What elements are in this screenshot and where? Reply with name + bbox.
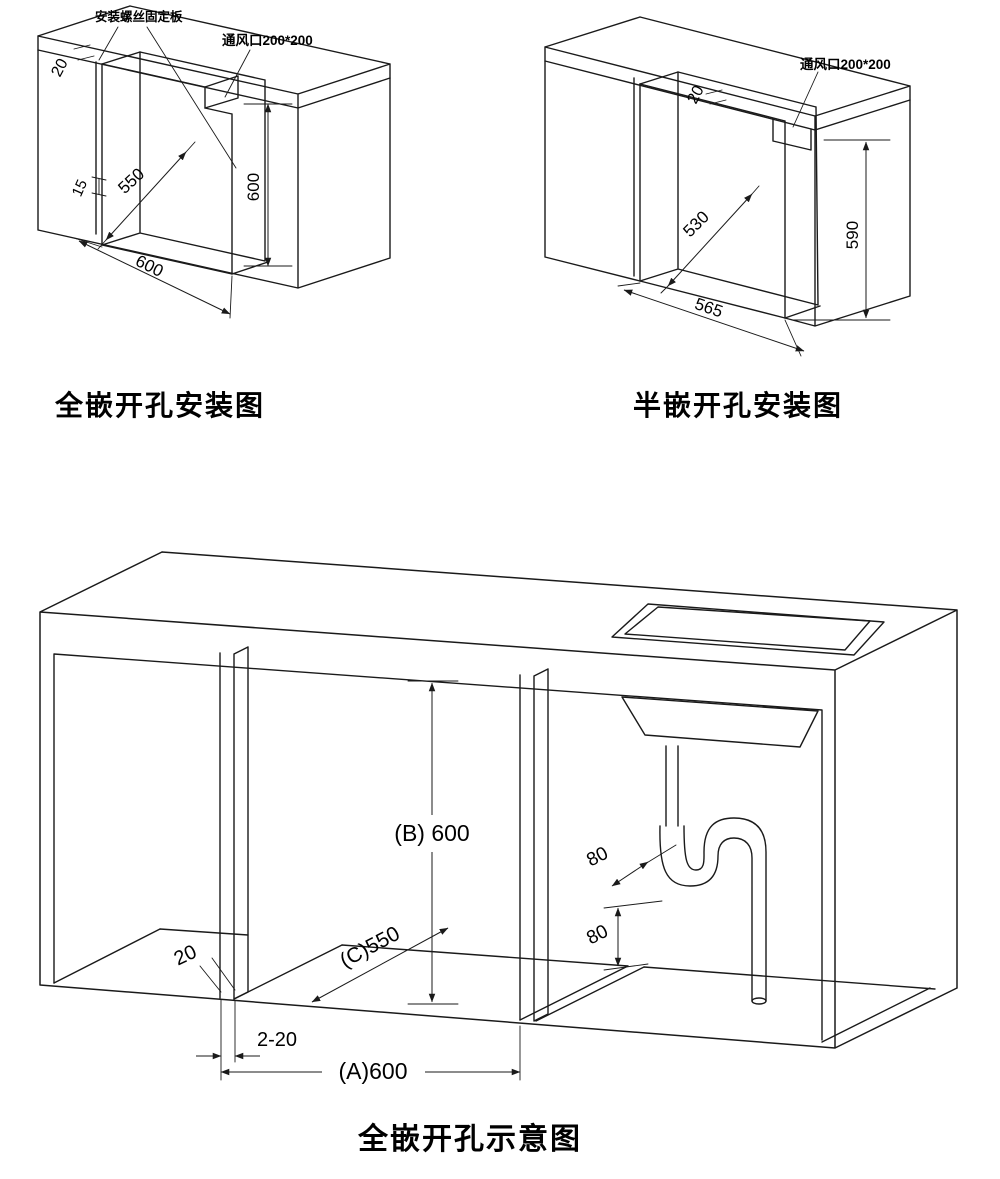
sink-basin — [621, 696, 819, 748]
leader-lines-full — [98, 26, 251, 169]
dim-600-width: 600 — [132, 251, 166, 281]
dim-600-height: 600 — [244, 173, 263, 201]
pipe-end — [751, 997, 767, 1005]
p-trap-outer — [659, 825, 753, 1002]
leader-line-semi-vent — [792, 71, 819, 128]
vent-label-semi: 通风口200*200 — [800, 57, 891, 72]
dim-15: 15 — [69, 177, 91, 199]
vent-label-full: 通风口200*200 — [222, 33, 313, 48]
dim-b-600: (B) 600 — [394, 820, 469, 846]
sink-rim-inner — [624, 606, 871, 651]
full-embed-cabinet-drawing — [37, 5, 391, 289]
dim-20-full: 20 — [48, 56, 71, 80]
dim-line-550 — [105, 151, 187, 241]
dim-line-530 — [667, 193, 753, 287]
dim-80-offset: 80 — [583, 843, 611, 871]
dim-line-80-offset — [611, 861, 649, 887]
dim-2-20: 2-20 — [257, 1029, 297, 1051]
dim-80-height: 80 — [583, 921, 611, 949]
full-embed-dimensions: 安装螺丝固定板 通风口200*200 20 15 550 600 600 — [48, 9, 313, 319]
screw-plate-label: 安装螺丝固定板 — [95, 9, 183, 24]
drain-pipe — [665, 745, 679, 827]
dim-565: 565 — [692, 294, 725, 321]
semi-embed-cabinet-drawing — [544, 16, 911, 327]
dim-c-550: (C)550 — [336, 922, 403, 972]
dim-590: 590 — [843, 221, 862, 249]
dim-20-semi: 20 — [684, 83, 707, 107]
schematic-title: 全嵌开孔示意图 — [358, 1123, 582, 1156]
dim-line-565 — [623, 289, 805, 352]
p-trap-inner — [683, 817, 767, 1002]
sink-rim-outer — [611, 603, 885, 656]
schematic-cabinet-drawing — [39, 551, 958, 1049]
dim-a-600: (A)600 — [338, 1058, 407, 1084]
semi-embed-dimensions: 通风口200*200 20 530 590 565 — [617, 57, 891, 357]
dim-panel-20: 20 — [171, 941, 200, 970]
schematic-dimensions: (B) 600 (C)550 20 2-20 (A)600 80 80 — [171, 680, 677, 1084]
semi-embed-title: 半嵌开孔安装图 — [633, 390, 844, 421]
dim-line-600-width — [78, 240, 231, 315]
full-embed-title: 全嵌开孔安装图 — [55, 390, 266, 421]
dim-line-c550 — [311, 927, 449, 1003]
dim-530: 530 — [679, 207, 712, 240]
dim-550: 550 — [114, 164, 148, 197]
